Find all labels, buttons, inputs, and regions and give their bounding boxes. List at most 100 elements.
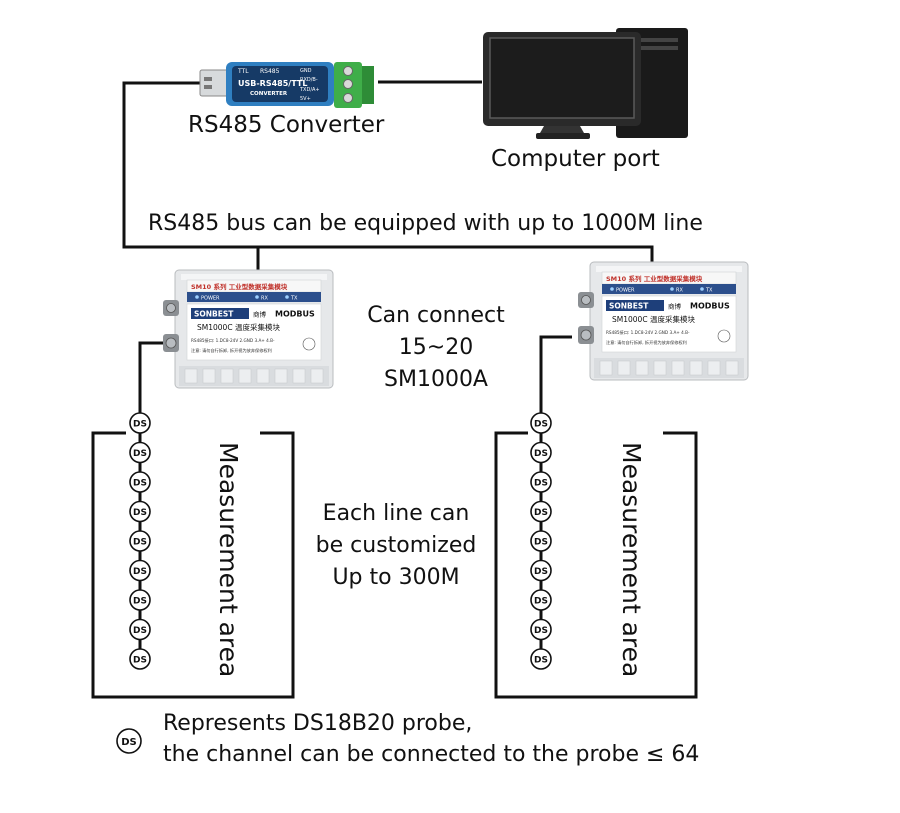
- pin-label-rxd: RXD/B-: [300, 77, 318, 83]
- ds-probe-symbol: DS: [534, 479, 548, 489]
- module-spec: RS485接口: 1.DC8-24V 2.GND 3.A+ 4.B-: [606, 329, 690, 336]
- ds-probe-symbol: DS: [133, 479, 147, 489]
- module-brand-cn: 商博: [668, 302, 682, 311]
- ds-probe-symbol: DS: [133, 626, 147, 636]
- led-indicator-icon: [670, 287, 674, 291]
- ds-probe-icon: DS: [129, 412, 151, 434]
- ds-probe-icon: DS: [530, 412, 552, 434]
- ds-probe-symbol: DS: [133, 656, 147, 666]
- rs485-converter-label: RS485 Converter: [188, 112, 385, 138]
- module-spec: RS485接口: 1.DC8-24V 2.GND 3.A+ 4.B-: [191, 337, 275, 344]
- ds-probe-symbol: DS: [133, 449, 147, 459]
- converter-ttl-label: TTL: [237, 68, 249, 75]
- ds-probe-icon: DS: [530, 471, 552, 493]
- connect-note-line-3: SM1000A: [384, 367, 488, 392]
- ds-probe-symbol: DS: [133, 420, 147, 430]
- module-note: 注意: 请勿自行拆卸, 拆开视为放弃保修权利: [191, 347, 272, 354]
- legend-line-2: the channel can be connected to the prob…: [163, 742, 700, 767]
- ds-probe-icon: DS: [129, 589, 151, 611]
- measurement-area-label-2: Measurement area: [617, 442, 646, 678]
- line-length-note: Each line can be customized Up to 300M: [298, 498, 494, 594]
- led-label: RX: [676, 288, 683, 294]
- ds-probe-symbol: DS: [133, 508, 147, 518]
- led-indicator-icon: [195, 295, 199, 299]
- ds-probe-symbol: DS: [133, 538, 147, 548]
- connect-note-line-1: Can connect: [367, 303, 505, 328]
- led-indicator-icon: [285, 295, 289, 299]
- ds-probe-symbol: DS: [133, 567, 147, 577]
- bus-length-label: RS485 bus can be equipped with up to 100…: [148, 211, 703, 236]
- module-body: SM10 系列 工业型数据采集模块 POWER RX TX SONBEST 商博 MODBU…: [578, 261, 749, 381]
- line-note-line-1: Each line can: [322, 501, 470, 526]
- pin-label-gnd: GND: [300, 68, 312, 74]
- ds-probe-icon: DS: [129, 441, 151, 464]
- pin-label-5v: 5V+: [300, 96, 311, 102]
- ds-probe-icon: DS: [530, 559, 552, 582]
- probe-chain-1: DS DS DS DS DS DS DS DS DS: [129, 412, 151, 670]
- legend-ds-symbol: DS: [121, 737, 137, 748]
- usb-rs485-converter: TTL RS485 USB-RS485/TTL CONVERTER GND RX…: [199, 62, 374, 108]
- ds-probe-icon: DS: [129, 618, 151, 641]
- led-label: POWER: [201, 296, 220, 302]
- module-brand-cn: 商博: [253, 310, 267, 319]
- module-brand: SONBEST: [609, 302, 649, 311]
- module-protocol: MODBUS: [690, 302, 730, 311]
- usb-plug: [199, 69, 231, 97]
- ds-probe-icon: DS: [530, 530, 552, 552]
- led-label: TX: [290, 296, 298, 302]
- line-note-line-2: be customized: [315, 533, 477, 558]
- ds-probe-icon: DS: [530, 648, 552, 670]
- ds-probe-icon: DS: [530, 589, 552, 611]
- probe-line-1: [138, 341, 163, 668]
- probe-line-2: [539, 335, 572, 668]
- legend-line-1: Represents DS18B20 probe,: [163, 711, 473, 736]
- ds-probe-symbol: DS: [534, 449, 548, 459]
- ds-probe-icon: DS: [129, 559, 151, 582]
- line-note-line-3: Up to 300M: [332, 565, 460, 590]
- connect-note: Can connect 15~20 SM1000A: [346, 300, 526, 396]
- probe-chain-2: DS DS DS DS DS DS DS DS DS: [530, 412, 552, 670]
- led-label: POWER: [616, 288, 635, 294]
- converter-device-sub: CONVERTER: [250, 91, 288, 97]
- module-header-text: SM10 系列 工业型数据采集模块: [606, 274, 703, 283]
- converter-device-name: USB-RS485/TTL: [238, 79, 307, 88]
- measurement-area-frame-2: [494, 431, 698, 699]
- measurement-area-frame-1: [91, 431, 295, 699]
- ds-probe-symbol: DS: [534, 626, 548, 636]
- ds-probe-icon: DS: [530, 441, 552, 464]
- led-indicator-icon: [610, 287, 614, 291]
- module-model: SM1000C 温度采集模块: [197, 322, 280, 332]
- certification-mark-icon: [717, 329, 731, 343]
- computer-icon: [483, 28, 688, 139]
- ds-probe-icon: DS: [129, 530, 151, 552]
- connect-note-line-2: 15~20: [398, 335, 474, 360]
- ds-probe-symbol: DS: [534, 420, 548, 430]
- certification-mark-icon: [302, 337, 316, 351]
- ds-probe-symbol: DS: [534, 567, 548, 577]
- ds-probe-symbol: DS: [534, 538, 548, 548]
- ds-probe-icon: DS: [129, 500, 151, 523]
- led-label: TX: [705, 288, 713, 294]
- computer-port-label: Computer port: [491, 146, 660, 172]
- ds-probe-symbol: DS: [534, 508, 548, 518]
- module-note: 注意: 请勿自行拆卸, 拆开视为放弃保修权利: [606, 339, 687, 346]
- led-label: RX: [261, 296, 268, 302]
- ds-probe-icon: DS: [530, 618, 552, 641]
- ds-probe-symbol: DS: [133, 597, 147, 607]
- module-header-text: SM10 系列 工业型数据采集模块: [191, 282, 288, 291]
- rs485-bus-line: [122, 81, 654, 262]
- pin-label-txd: TXD/A+: [299, 87, 320, 93]
- ds-probe-icon: DS: [530, 500, 552, 523]
- legend-ds-probe-icon: [116, 728, 142, 754]
- ds-probe-symbol: DS: [534, 597, 548, 607]
- module-protocol: MODBUS: [275, 310, 315, 319]
- ds-probe-icon: DS: [129, 648, 151, 670]
- monitor-screen: [489, 37, 635, 119]
- module-model: SM1000C 温度采集模块: [612, 314, 695, 324]
- led-indicator-icon: [700, 287, 704, 291]
- led-indicator-icon: [255, 295, 259, 299]
- converter-rs485-label: RS485: [260, 68, 280, 75]
- ds-probe-symbol: DS: [534, 656, 548, 666]
